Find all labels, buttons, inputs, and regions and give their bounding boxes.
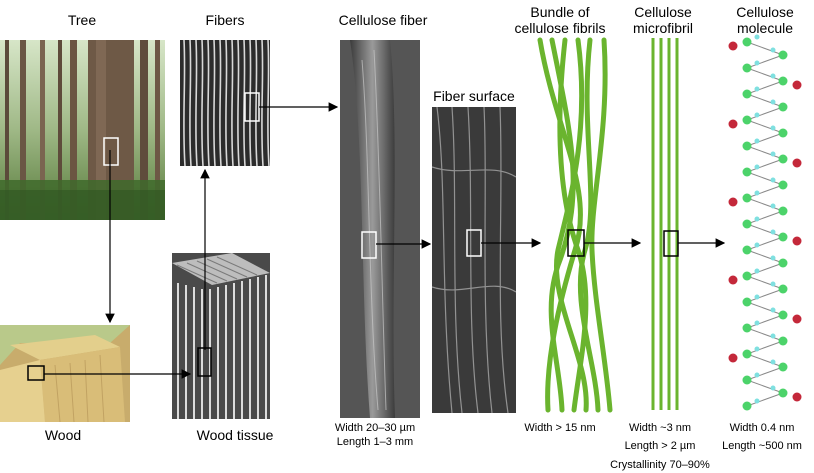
label-cellulose-fiber: Cellulose fiber	[338, 12, 428, 28]
carbon-atom	[778, 310, 788, 320]
hydrogen-atom	[754, 86, 760, 92]
label-bundle: Bundle of cellulose fibrils	[514, 4, 606, 36]
hydrogen-atom	[754, 138, 760, 144]
oxygen-atom	[792, 80, 802, 90]
carbon-atom	[778, 362, 788, 372]
hydrogen-atom	[754, 294, 760, 300]
hydrogen-atom	[770, 281, 776, 287]
carbon-atom	[778, 76, 788, 86]
carbon-atom	[778, 284, 788, 294]
carbon-atom	[742, 89, 752, 99]
oxygen-atom	[792, 392, 802, 402]
hydrogen-atom	[770, 333, 776, 339]
carbon-atom	[742, 323, 752, 333]
hydrogen-atom	[770, 151, 776, 157]
carbon-atom	[742, 37, 752, 47]
oxygen-atom	[728, 197, 738, 207]
carbon-atom	[778, 258, 788, 268]
oxygen-atom	[728, 353, 738, 363]
fibers-micrograph	[180, 40, 270, 166]
cellulose-fiber-micrograph	[340, 40, 420, 418]
oxygen-atom	[728, 41, 738, 51]
label-fiber-surface: Fiber surface	[433, 88, 515, 104]
carbon-atom	[778, 154, 788, 164]
carbon-atom	[742, 271, 752, 281]
carbon-atom	[742, 167, 752, 177]
hydrogen-atom	[770, 125, 776, 131]
hydrogen-atom	[770, 47, 776, 53]
wood-tissue-micrograph	[172, 253, 270, 419]
carbon-atom	[742, 297, 752, 307]
measure-bundle-width: Width > 15 nm	[524, 422, 596, 434]
carbon-atom	[742, 245, 752, 255]
wood-block-photo	[0, 325, 130, 422]
carbon-atom	[742, 219, 752, 229]
hydrogen-atom	[754, 190, 760, 196]
measure-molecule-length: Length ~500 nm	[722, 440, 802, 452]
label-fibers: Fibers	[205, 12, 245, 28]
hydrogen-atom	[770, 255, 776, 261]
hydrogen-atom	[770, 385, 776, 391]
hydrogen-atom	[770, 177, 776, 183]
hydrogen-atom	[754, 216, 760, 222]
oxygen-atom	[792, 314, 802, 324]
label-wood-tissue: Wood tissue	[196, 427, 274, 443]
hydrogen-atom	[754, 112, 760, 118]
oxygen-atom	[728, 119, 738, 129]
hydrogen-atom	[754, 346, 760, 352]
hydrogen-atom	[754, 398, 760, 404]
carbon-atom	[778, 50, 788, 60]
label-molecule: Cellulose molecule	[736, 4, 794, 36]
carbon-atom	[742, 63, 752, 73]
carbon-atom	[778, 128, 788, 138]
oxygen-atom	[728, 275, 738, 285]
hydrogen-atom	[754, 164, 760, 170]
hydrogen-atom	[754, 242, 760, 248]
measure-microfibril-crystallinity: Crystallinity 70–90%	[610, 459, 710, 471]
carbon-atom	[742, 401, 752, 411]
hydrogen-atom	[770, 99, 776, 105]
hydrogen-atom	[754, 372, 760, 378]
carbon-atom	[742, 349, 752, 359]
measure-microfibril-length: Length > 2 µm	[624, 440, 696, 452]
tree-photo	[0, 40, 165, 220]
oxygen-atom	[792, 236, 802, 246]
measure-fiber-width: Width 20–30 µm	[334, 422, 416, 434]
hydrogen-atom	[754, 60, 760, 66]
carbon-atom	[778, 388, 788, 398]
label-wood: Wood	[44, 427, 82, 443]
hydrogen-atom	[754, 320, 760, 326]
measure-microfibril-width: Width ~3 nm	[628, 422, 692, 434]
carbon-atom	[742, 115, 752, 125]
hydrogen-atom	[770, 359, 776, 365]
label-microfibril: Cellulose microfibril	[633, 4, 693, 36]
carbon-atom	[742, 375, 752, 385]
hydrogen-atom	[770, 73, 776, 79]
carbon-atom	[778, 102, 788, 112]
carbon-atom	[778, 232, 788, 242]
carbon-atom	[778, 336, 788, 346]
measure-fiber-length: Length 1–3 mm	[336, 436, 414, 448]
hydrogen-atom	[770, 229, 776, 235]
label-tree: Tree	[67, 12, 97, 28]
oxygen-atom	[792, 158, 802, 168]
carbon-atom	[742, 193, 752, 203]
fiber-surface-micrograph	[432, 107, 516, 413]
carbon-atom	[778, 180, 788, 190]
carbon-atom	[778, 206, 788, 216]
measure-molecule-width: Width 0.4 nm	[729, 422, 795, 434]
hydrogen-atom	[770, 307, 776, 313]
carbon-atom	[742, 141, 752, 151]
hydrogen-atom	[754, 268, 760, 274]
hydrogen-atom	[770, 203, 776, 209]
